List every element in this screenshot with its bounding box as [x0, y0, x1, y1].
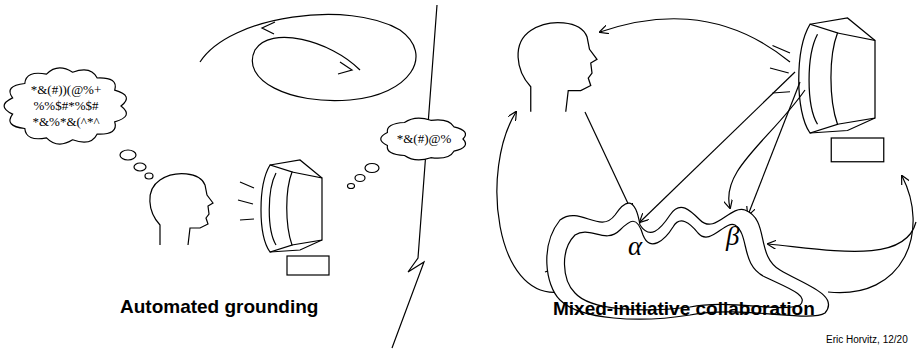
grounding-loop	[200, 14, 416, 100]
greek-symbol: β	[726, 221, 739, 251]
human-head	[518, 23, 597, 112]
region-outline	[547, 203, 829, 319]
arrow	[828, 176, 913, 293]
arrow	[768, 222, 916, 251]
gibberish-thought: *&(#)@%	[396, 131, 453, 147]
thought-dot	[134, 163, 146, 171]
author-note: Eric Horvitz, 12/20	[826, 334, 908, 345]
arrow	[729, 90, 805, 208]
thought-bubble: *&(#))(@%+ %%$#*%$# *&%*&(^*^	[2, 64, 130, 148]
caption-label: Mixed-initiative collaboration	[553, 298, 815, 320]
region-outline	[564, 221, 802, 310]
human-head	[150, 174, 213, 245]
thought-dot	[348, 184, 355, 189]
computer-monitor	[238, 160, 329, 275]
caption-label: Automated grounding	[120, 296, 318, 318]
thought-dot	[365, 164, 379, 173]
thought-bubble: *&(#)@%	[376, 112, 472, 166]
thought-dot	[145, 173, 153, 179]
greek-symbol: α	[628, 231, 642, 261]
arrow	[640, 72, 795, 222]
computer-monitor	[770, 18, 884, 162]
loop-arrow	[338, 62, 352, 74]
thought-dot	[120, 150, 136, 160]
divider-line	[392, 5, 437, 348]
thought-dot	[355, 175, 365, 182]
arrow	[600, 19, 790, 62]
cloud-outline	[4, 68, 126, 144]
loop-arrow	[262, 22, 275, 34]
cloud-outline	[381, 118, 466, 160]
gibberish-thought: *&(#))(@%+ %%$#*%$# *&%*&(^*^	[30, 82, 103, 130]
arrow	[585, 112, 632, 212]
